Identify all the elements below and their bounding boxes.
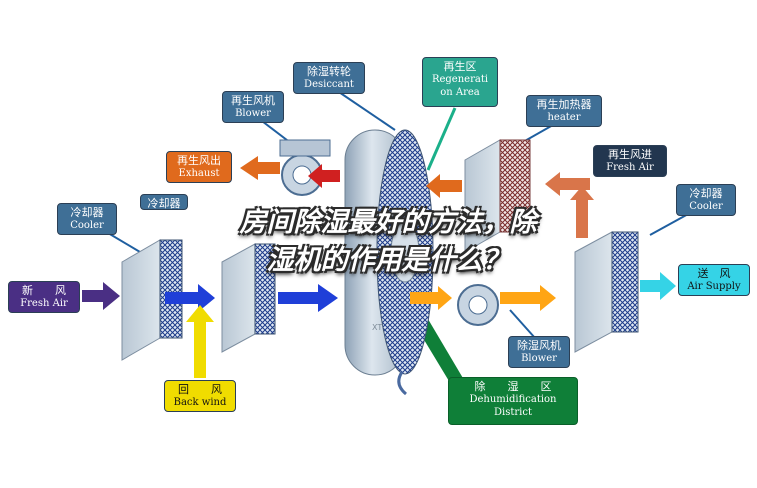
left-cooler bbox=[121, 239, 183, 361]
supply-arrow bbox=[640, 272, 676, 300]
airflow-arrows bbox=[82, 156, 676, 378]
dehum-blower bbox=[457, 284, 499, 326]
regen-heater bbox=[464, 139, 531, 253]
page-title-line-1: 房间除湿最好的方法，除 bbox=[239, 207, 537, 238]
right-cooler bbox=[574, 231, 639, 353]
process-arrow-4 bbox=[500, 285, 556, 311]
back-wind-arrow bbox=[186, 305, 214, 378]
process-arrow-3 bbox=[410, 286, 452, 310]
regen-area-pointer bbox=[426, 107, 457, 171]
regen-mid-arrow bbox=[426, 174, 462, 198]
cooler-partial-label: 冷却器 bbox=[140, 194, 188, 210]
page-title-line-2: 湿机的作用是什么？ bbox=[266, 245, 510, 276]
regen-exhaust-arrow-2 bbox=[240, 156, 280, 180]
diagram-watermark: XT bbox=[372, 323, 382, 332]
desiccant-wheel bbox=[344, 129, 434, 396]
regen-up-arrow bbox=[570, 186, 594, 238]
regen-exhaust-arrow-1 bbox=[308, 164, 340, 188]
fresh-air-arrow bbox=[82, 282, 120, 310]
regen-blower bbox=[279, 139, 331, 196]
page-title: 房间除湿最好的方法，除 湿机的作用是什么？ bbox=[128, 204, 648, 280]
process-arrow-2 bbox=[278, 284, 338, 312]
middle-cooler bbox=[221, 243, 276, 353]
process-arrow-1 bbox=[165, 284, 215, 312]
